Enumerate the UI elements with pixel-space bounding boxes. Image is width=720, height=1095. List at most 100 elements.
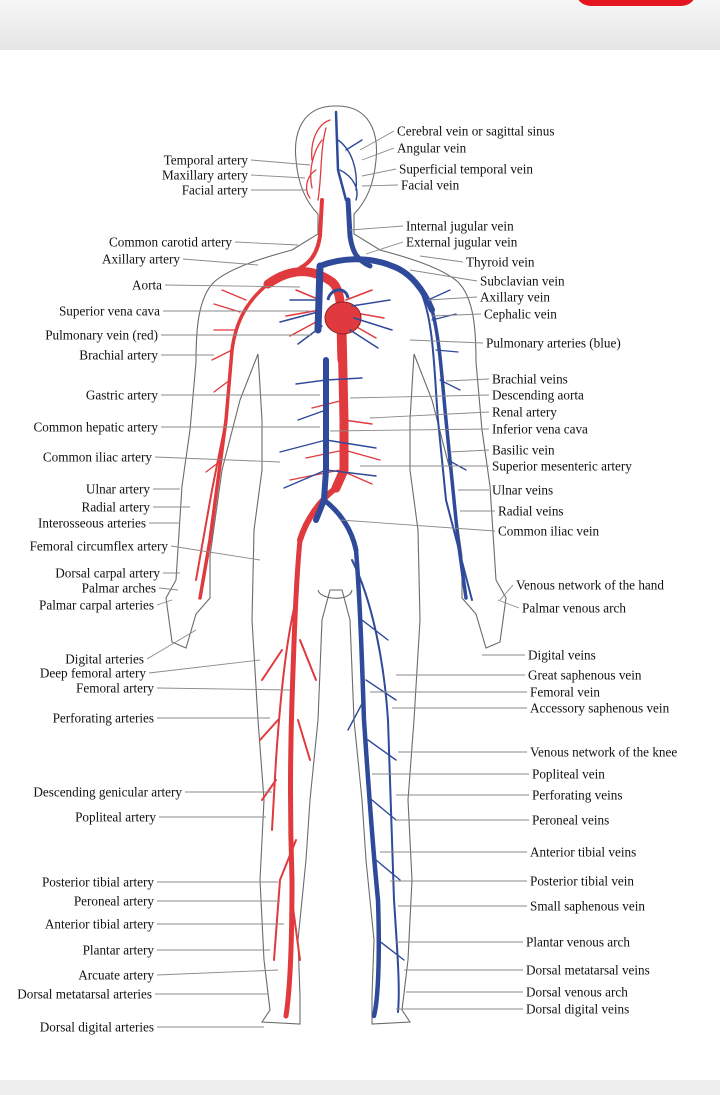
- right-leader-line: [359, 130, 395, 151]
- right-label: Inferior vena cava: [492, 422, 588, 437]
- left-leader-line: [170, 545, 261, 561]
- right-leader-line: [361, 147, 395, 161]
- right-leader-line: [349, 394, 490, 399]
- right-label: Dorsal digital veins: [526, 1002, 629, 1017]
- left-label: Femoral artery: [76, 681, 154, 696]
- right-arm-artery: [198, 282, 270, 600]
- right-label: Descending aorta: [492, 388, 584, 403]
- arm-branches-red: [205, 289, 247, 473]
- leader-lines: [146, 130, 529, 1028]
- left-leader-line: [156, 599, 173, 606]
- left-label: Gastric artery: [86, 388, 159, 403]
- right-label: Subclavian vein: [480, 274, 565, 289]
- right-leader-line: [427, 296, 478, 301]
- left-leader-line: [146, 629, 197, 660]
- right-label: Posterior tibial vein: [530, 874, 634, 889]
- right-label: Ulnar veins: [492, 483, 553, 498]
- left-leader-line: [156, 687, 291, 691]
- right-label: Internal jugular vein: [406, 219, 514, 234]
- veins: [279, 110, 473, 1019]
- right-leader-line: [361, 168, 397, 177]
- left-label: Plantar artery: [83, 943, 155, 958]
- right-label: Pulmonary arteries (blue): [486, 336, 621, 351]
- body-outline: [165, 105, 507, 1025]
- left-leader-line: [154, 456, 281, 463]
- right-leader-line: [339, 519, 496, 532]
- right-leader-line: [329, 428, 490, 432]
- left-label: Dorsal metatarsal arteries: [17, 987, 152, 1002]
- left-leader-line: [164, 284, 301, 288]
- right-leader-line: [369, 411, 490, 419]
- jugular-vein: [345, 197, 373, 269]
- left-label: Common carotid artery: [109, 235, 232, 250]
- left-label: Dorsal carpal artery: [55, 566, 160, 581]
- left-label: Popliteal artery: [75, 810, 156, 825]
- right-leader-line: [409, 339, 484, 344]
- iliac-artery: [297, 485, 339, 543]
- right-leader-line: [449, 449, 490, 453]
- left-label: Superior vena cava: [59, 304, 160, 319]
- right-label: Accessory saphenous vein: [530, 701, 670, 716]
- right-label: Renal artery: [492, 405, 557, 420]
- left-label: Maxillary artery: [162, 168, 248, 183]
- right-label: Small saphenous vein: [530, 899, 645, 914]
- right-leader-line: [499, 584, 514, 601]
- left-leader-line: [156, 969, 279, 976]
- right-label: External jugular vein: [406, 235, 518, 250]
- heart-vessel: [326, 288, 350, 301]
- inferior-vena-cava: [313, 357, 329, 523]
- right-label: Common iliac vein: [498, 524, 599, 539]
- left-label: Anterior tibial artery: [45, 917, 155, 932]
- descending-aorta: [331, 325, 349, 493]
- left-label: Dorsal digital arteries: [40, 1020, 154, 1035]
- left-label: Femoral circumflex artery: [30, 539, 169, 554]
- left-label: Temporal artery: [164, 153, 249, 168]
- right-label: Superficial temporal vein: [399, 162, 533, 177]
- left-label: Interosseous arteries: [38, 516, 146, 531]
- right-label: Facial vein: [401, 178, 460, 193]
- arm-branches-blue: [427, 289, 467, 471]
- right-label: Dorsal metatarsal veins: [526, 963, 650, 978]
- left-leader-line: [234, 241, 299, 246]
- right-label: Great saphenous vein: [528, 668, 642, 683]
- right-label: Radial veins: [498, 504, 564, 519]
- right-label: Axillary vein: [480, 290, 550, 305]
- right-label: Brachial veins: [492, 372, 568, 387]
- heart: [324, 288, 362, 335]
- header-button[interactable]: [575, 0, 697, 6]
- bottom-strip: [0, 1080, 720, 1095]
- left-leader-line: [250, 159, 311, 166]
- left-label: Facial artery: [182, 183, 249, 198]
- left-label: Digital arteries: [65, 652, 144, 667]
- subclavian-vein: [317, 256, 435, 313]
- left-label: Ulnar artery: [86, 482, 150, 497]
- groin-outline: [317, 589, 353, 599]
- right-leader-line: [497, 599, 520, 609]
- right-label: Perforating veins: [532, 788, 622, 803]
- deep-femoral-branches: [259, 599, 317, 961]
- left-label: Radial artery: [82, 500, 151, 515]
- left-label: Posterior tibial artery: [42, 875, 154, 890]
- left-label: Descending genicular artery: [33, 785, 182, 800]
- head-arteries: [305, 119, 331, 201]
- right-leader-line: [419, 255, 464, 263]
- superior-vena-cava: [314, 262, 324, 334]
- left-label: Arcuate artery: [78, 968, 154, 983]
- left-label: Common hepatic artery: [33, 420, 158, 435]
- right-label: Digital veins: [528, 648, 596, 663]
- right-label: Popliteal vein: [532, 767, 605, 782]
- right-label: Venous network of the knee: [530, 745, 677, 760]
- lung-arteries-red: [285, 289, 385, 339]
- right-label: Peroneal veins: [532, 813, 609, 828]
- femoral-artery: [283, 537, 303, 1019]
- right-label: Palmar venous arch: [522, 601, 626, 616]
- left-leader-line: [250, 174, 306, 179]
- cephalic-vein: [419, 289, 473, 601]
- right-label: Thyroid vein: [466, 255, 535, 270]
- head-veins: [337, 139, 363, 201]
- left-leader-line: [182, 258, 259, 266]
- right-leader-line: [361, 184, 399, 187]
